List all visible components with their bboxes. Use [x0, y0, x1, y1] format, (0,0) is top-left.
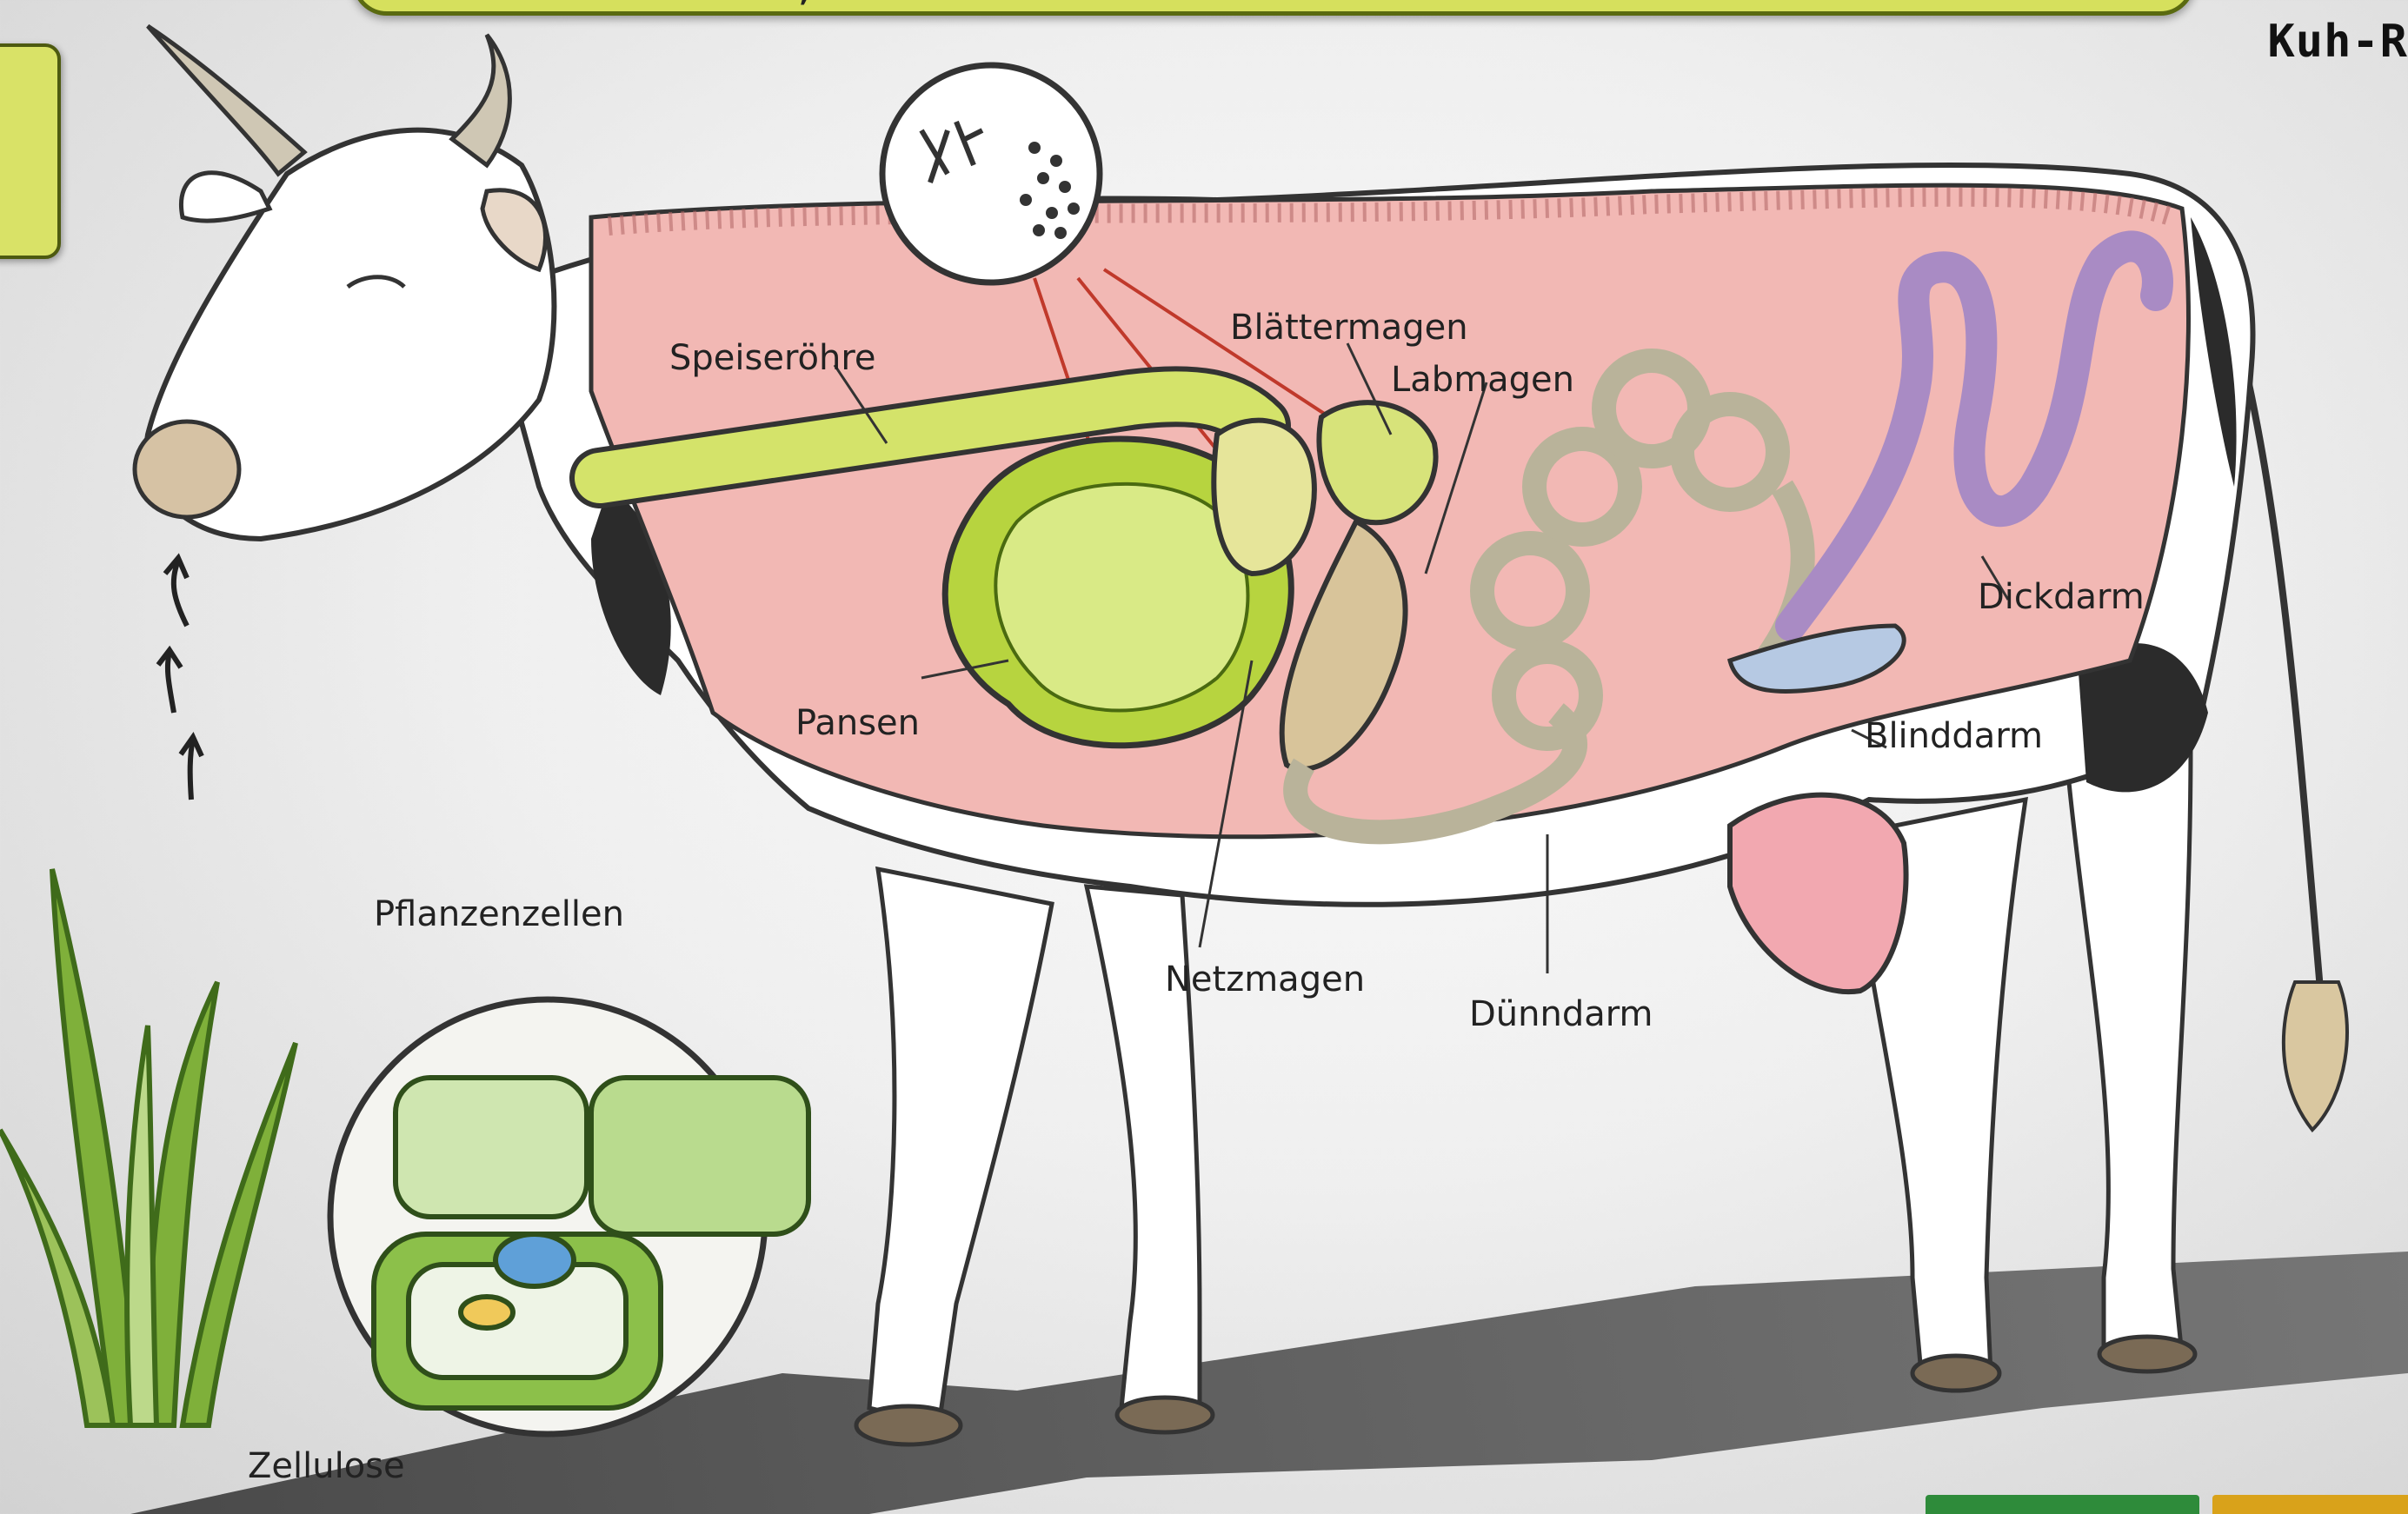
label-blaettermagen: Blättermagen: [1230, 308, 1468, 348]
rumination-arrows: [158, 558, 202, 800]
left-ear: [181, 173, 269, 221]
left-horn: [148, 26, 304, 174]
nav-bar-orange[interactable]: [2212, 1495, 2408, 1514]
label-duenndarm: Dünndarm: [1469, 994, 1653, 1034]
label-pflanzenzellen: Pflanzenzellen: [374, 894, 624, 934]
label-netzmagen: Netzmagen: [1165, 960, 1365, 999]
label-dickdarm: Dickdarm: [1978, 577, 2145, 617]
grass: [0, 869, 296, 1425]
label-labmagen: Labmagen: [1391, 360, 1574, 400]
label-blinddarm: Blinddarm: [1865, 716, 2043, 756]
omasum: [1319, 402, 1435, 522]
tail-tuft: [2284, 982, 2347, 1130]
udder: [1730, 795, 1906, 992]
nav-bar-green[interactable]: [1926, 1495, 2199, 1514]
right-horn: [452, 35, 509, 165]
muzzle: [135, 422, 239, 517]
rumen-inner: [995, 484, 1247, 711]
label-zellulose: Zellulose: [248, 1446, 405, 1486]
label-speiseroehre: Speiseröhre: [669, 338, 876, 378]
microbe-lens: [882, 65, 1100, 282]
label-pansen: Pansen: [795, 703, 920, 743]
